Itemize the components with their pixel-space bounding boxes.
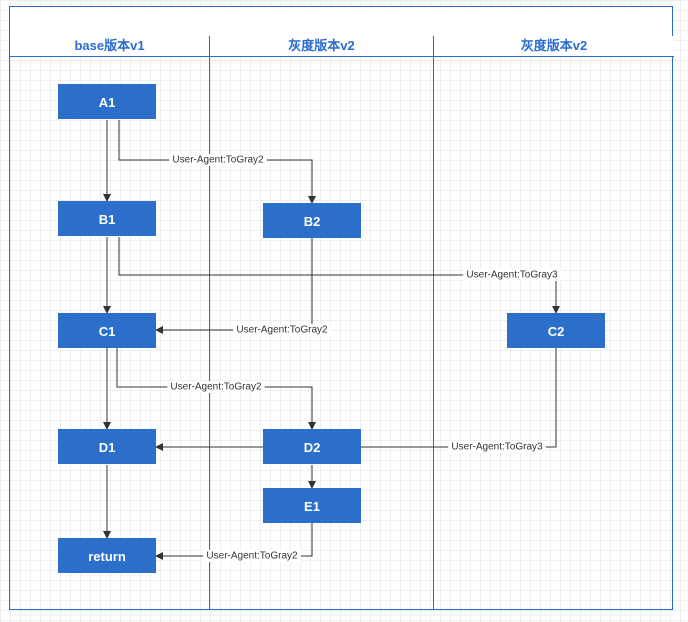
node-box[interactable] — [58, 201, 156, 236]
node-box[interactable] — [263, 429, 361, 464]
edge-label: User-Agent:ToGray3 — [451, 442, 543, 453]
node-box[interactable] — [58, 538, 156, 573]
edge-label-background — [167, 381, 265, 393]
edge-label-background — [448, 441, 546, 453]
node-label: return — [88, 549, 126, 564]
lane-base-v1[interactable]: base版本v1 — [10, 36, 209, 609]
edge-c1-d2[interactable]: User-Agent:ToGray2 — [116, 348, 316, 430]
connector-arrow[interactable] — [155, 238, 313, 334]
edge-b1-c2[interactable]: User-Agent:ToGray3 — [118, 237, 561, 314]
node-e1[interactable]: E1 — [263, 488, 361, 523]
node-box[interactable] — [263, 203, 361, 238]
node-b1[interactable]: B1 — [58, 201, 156, 236]
node-box[interactable] — [58, 84, 156, 119]
node-label: D1 — [99, 440, 116, 455]
edge-b2-c1[interactable]: User-Agent:ToGray2 — [155, 238, 331, 336]
edge-a1-b2[interactable]: User-Agent:ToGray2 — [118, 120, 316, 204]
lane-header-base-v1: base版本v1 — [10, 36, 209, 57]
lane-header-gray-v2-b: 灰度版本v2 — [434, 36, 674, 57]
node-c1[interactable]: C1 — [58, 313, 156, 348]
node-label: B1 — [99, 212, 116, 227]
node-box[interactable] — [58, 313, 156, 348]
edge-label: User-Agent:ToGray3 — [466, 270, 558, 281]
node-label: C1 — [99, 324, 116, 339]
edge-label: User-Agent:ToGray2 — [172, 155, 264, 166]
node-label: E1 — [304, 499, 320, 514]
node-c2[interactable]: C2 — [507, 313, 605, 348]
edge-e1-return[interactable]: User-Agent:ToGray2 — [155, 523, 313, 562]
node-d2[interactable]: D2 — [263, 429, 361, 464]
node-label: C2 — [548, 324, 565, 339]
node-b2[interactable]: B2 — [263, 203, 361, 238]
edge-label-background — [203, 550, 301, 562]
edge-label-background — [233, 324, 331, 336]
node-a1[interactable]: A1 — [58, 84, 156, 119]
node-label: B2 — [304, 214, 321, 229]
lane-gray-v2-b[interactable]: 灰度版本v2 — [433, 36, 674, 609]
node-d1[interactable]: D1 — [58, 429, 156, 464]
edge-label: User-Agent:ToGray2 — [206, 551, 298, 562]
node-box[interactable] — [263, 488, 361, 523]
node-box[interactable] — [58, 429, 156, 464]
edge-label-background — [463, 269, 561, 281]
connector-arrow[interactable] — [118, 237, 560, 314]
node-return[interactable]: return — [58, 538, 156, 573]
node-box[interactable] — [507, 313, 605, 348]
node-label: A1 — [99, 95, 116, 110]
lane-header-gray-v2-a: 灰度版本v2 — [210, 36, 433, 57]
edge-label: User-Agent:ToGray2 — [170, 382, 262, 393]
node-label: D2 — [304, 440, 321, 455]
swimlane-pool: base版本v1 灰度版本v2 灰度版本v2 — [9, 6, 674, 610]
edge-label: User-Agent:ToGray2 — [236, 325, 328, 336]
lane-gray-v2-a[interactable]: 灰度版本v2 — [209, 36, 433, 609]
edge-label-background — [169, 154, 267, 166]
